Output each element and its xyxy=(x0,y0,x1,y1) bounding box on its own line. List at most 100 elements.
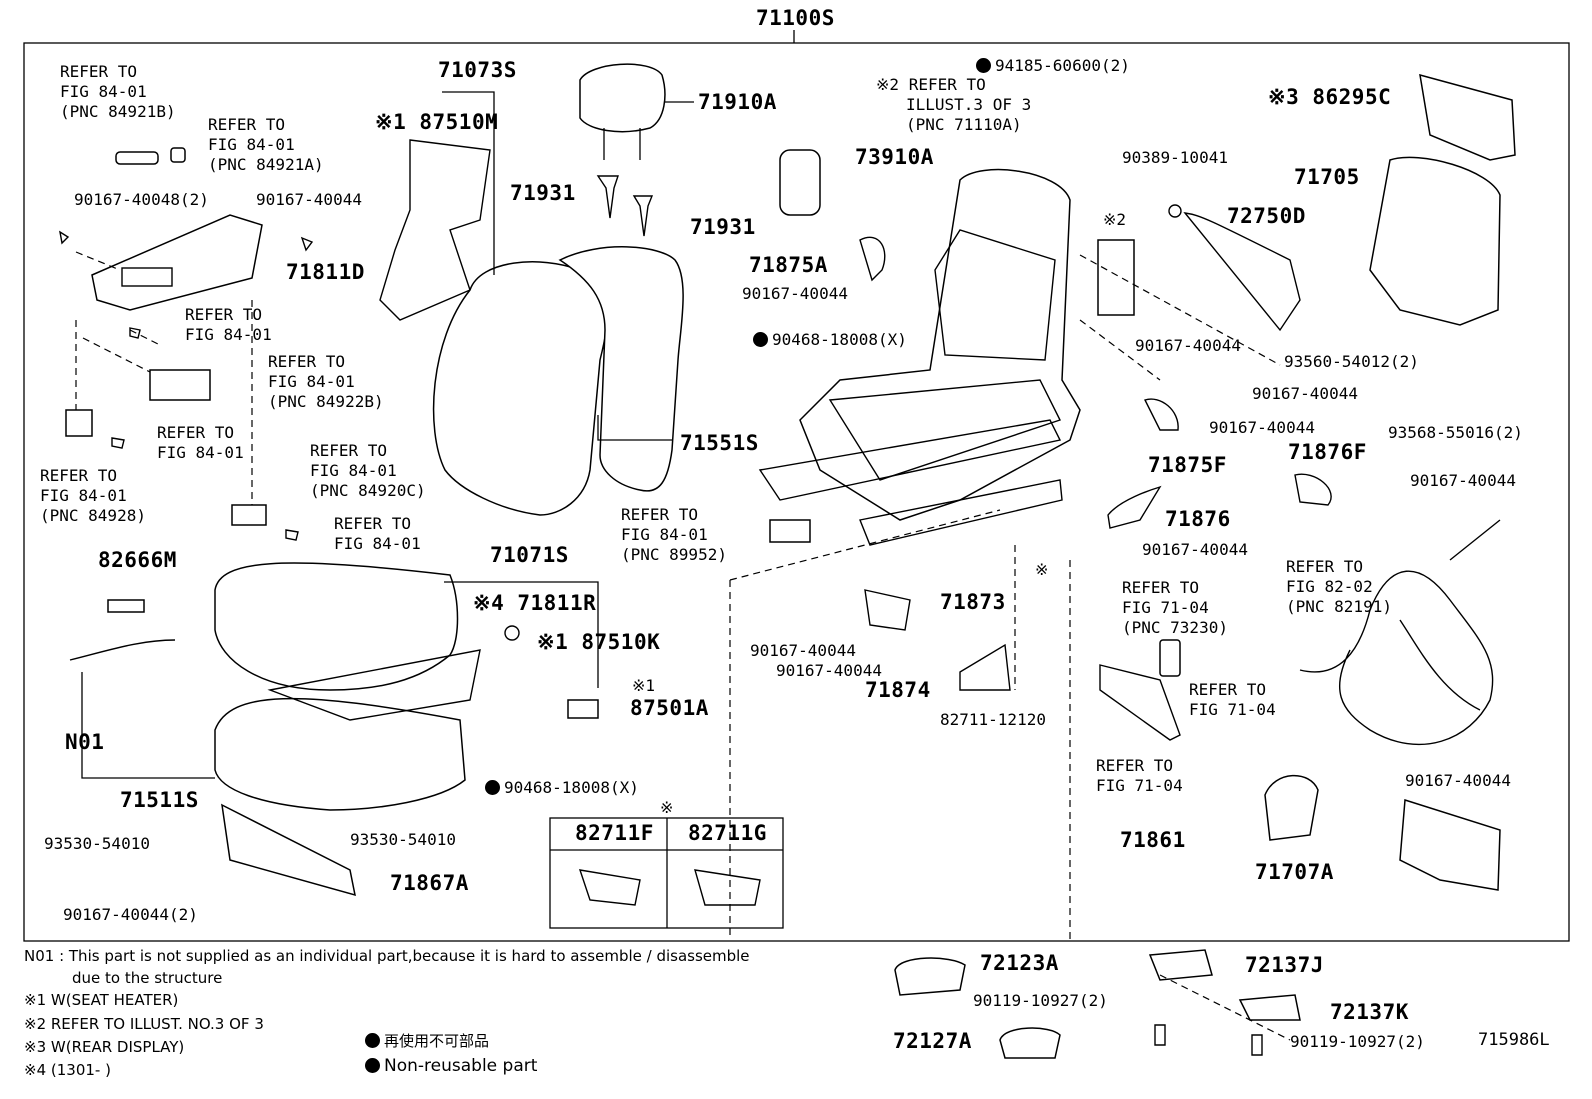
note-x1: ※1 W(SEAT HEATER) xyxy=(24,991,179,1009)
headrest-support-part xyxy=(596,175,619,219)
part-87510m[interactable]: ※1 87510M xyxy=(375,110,499,134)
part-90167-40048[interactable]: 90167-40048(2) xyxy=(74,190,209,209)
seatback-cover-71551s-part xyxy=(558,246,684,492)
part-90119-b[interactable]: 90119-10927(2) xyxy=(1290,1032,1425,1051)
part-x2[interactable]: ※2 xyxy=(1103,210,1127,229)
part-87501a[interactable]: 87501A xyxy=(630,696,709,720)
part-72123a[interactable]: 72123A xyxy=(980,951,1059,975)
part-90167-b[interactable]: 90167-40044 xyxy=(742,284,848,303)
part-90167-h[interactable]: 90167-40044 xyxy=(750,641,856,660)
part-72137j[interactable]: 72137J xyxy=(1245,953,1324,977)
cover-71867a-part xyxy=(221,803,356,897)
seatback-pad-71073s-part xyxy=(432,261,609,516)
part-90167-e[interactable]: 90167-40044 xyxy=(1209,418,1315,437)
part-90167-d[interactable]: 90167-40044 xyxy=(1252,384,1358,403)
part-90167-c[interactable]: 90167-40044 xyxy=(1135,336,1241,355)
cover-71861-part xyxy=(1264,774,1319,841)
part-71876f[interactable]: 71876F xyxy=(1288,440,1367,464)
part-86295c[interactable]: ※3 86295C xyxy=(1268,85,1392,109)
part-71873[interactable]: 71873 xyxy=(940,590,1006,614)
part-82711-12120[interactable]: 82711-12120 xyxy=(940,710,1046,729)
part-93530-a[interactable]: 93530-54010 xyxy=(44,834,150,853)
inset-mark: ※ xyxy=(660,798,674,817)
part-93530-b[interactable]: 93530-54010 xyxy=(350,830,456,849)
part-71811r[interactable]: ※4 71811R xyxy=(473,591,597,615)
part-71511s[interactable]: 71511S xyxy=(120,788,199,812)
cover-72123a-part xyxy=(894,957,966,996)
part-71707a[interactable]: 71707A xyxy=(1255,860,1334,884)
part-71861[interactable]: 71861 xyxy=(1120,828,1186,852)
part-71875f[interactable]: 71875F xyxy=(1148,453,1227,477)
part-87510k[interactable]: ※1 87510K xyxy=(537,630,661,654)
part-71073s[interactable]: 71073S xyxy=(438,58,517,82)
part-71874[interactable]: 71874 xyxy=(865,678,931,702)
part-90167-a[interactable]: 90167-40044 xyxy=(256,190,362,209)
part-90167-k[interactable]: 90167-40044(2) xyxy=(63,905,198,924)
part-94185[interactable]: 94185-60600(2) xyxy=(976,56,1130,76)
part-82666m xyxy=(107,599,145,613)
clip-82711f-part xyxy=(578,869,641,906)
part-71931-a[interactable]: 71931 xyxy=(510,181,576,205)
part-72137k[interactable]: 72137K xyxy=(1330,1000,1409,1024)
buckle-73230-part xyxy=(1099,664,1181,741)
part-71551s[interactable]: 71551S xyxy=(680,431,759,455)
part-73910a[interactable]: 73910A xyxy=(855,145,934,169)
cover-71876-part xyxy=(1107,485,1162,529)
connector-part xyxy=(65,409,93,437)
part-72127a[interactable]: 72127A xyxy=(893,1029,972,1053)
assembly-number: 71100S xyxy=(756,6,835,30)
heater-87510k-part xyxy=(267,649,481,721)
side-cover-71811d-part xyxy=(91,214,263,311)
part-n01[interactable]: N01 xyxy=(65,730,105,754)
part-90468-a[interactable]: 90468-18008(X) xyxy=(753,330,907,350)
seat-frame-part xyxy=(799,168,1081,521)
part-71875a[interactable]: 71875A xyxy=(749,253,828,277)
part-71071s[interactable]: 71071S xyxy=(490,543,569,567)
part-93560[interactable]: 93560-54012(2) xyxy=(1284,352,1419,371)
cushion-cover-71071s-part xyxy=(214,562,459,691)
part-82711f[interactable]: 82711F xyxy=(575,821,654,845)
part-93568[interactable]: 93568-55016(2) xyxy=(1388,423,1523,442)
cover-71876f-part xyxy=(1294,473,1332,506)
cover-72137k-part xyxy=(1238,994,1301,1021)
x2-part xyxy=(1097,239,1135,316)
airbag-73910a-part xyxy=(779,149,821,216)
part-82711g[interactable]: 82711G xyxy=(688,821,767,845)
part-71867a[interactable]: 71867A xyxy=(390,871,469,895)
part-90119-a[interactable]: 90119-10927(2) xyxy=(973,991,1108,1010)
part-x1[interactable]: ※1 xyxy=(632,676,656,695)
part-90167-f[interactable]: 90167-40044 xyxy=(1410,471,1516,490)
part-90167-j[interactable]: 90167-40044 xyxy=(1405,771,1511,790)
part-71705[interactable]: 71705 xyxy=(1294,165,1360,189)
heater-87510m-part xyxy=(379,139,491,321)
part-71876[interactable]: 71876 xyxy=(1165,507,1231,531)
part-82666m[interactable]: 82666M xyxy=(98,548,177,572)
seatback-board-71705-part xyxy=(1369,156,1501,326)
part-71910a[interactable]: 71910A xyxy=(698,90,777,114)
part-90389[interactable]: 90389-10041 xyxy=(1122,148,1228,167)
diagram-frame xyxy=(23,42,1570,942)
ref-71110a[interactable]: ※2 REFER TO ILLUST.3 OF 3(PNC 71110A) xyxy=(876,75,1032,134)
part-71811d[interactable]: 71811D xyxy=(286,260,365,284)
part-71931-b[interactable]: 71931 xyxy=(690,215,756,239)
part-90468-b[interactable]: 90468-18008(X) xyxy=(485,778,639,798)
part-90167-g[interactable]: 90167-40044 xyxy=(1142,540,1248,559)
part-72750d[interactable]: 72750D xyxy=(1227,204,1306,228)
cover-71707a-part xyxy=(1399,799,1501,891)
part-90167-i[interactable]: 90167-40044 xyxy=(776,661,882,680)
part-x-mark[interactable]: ※ xyxy=(1035,560,1049,579)
